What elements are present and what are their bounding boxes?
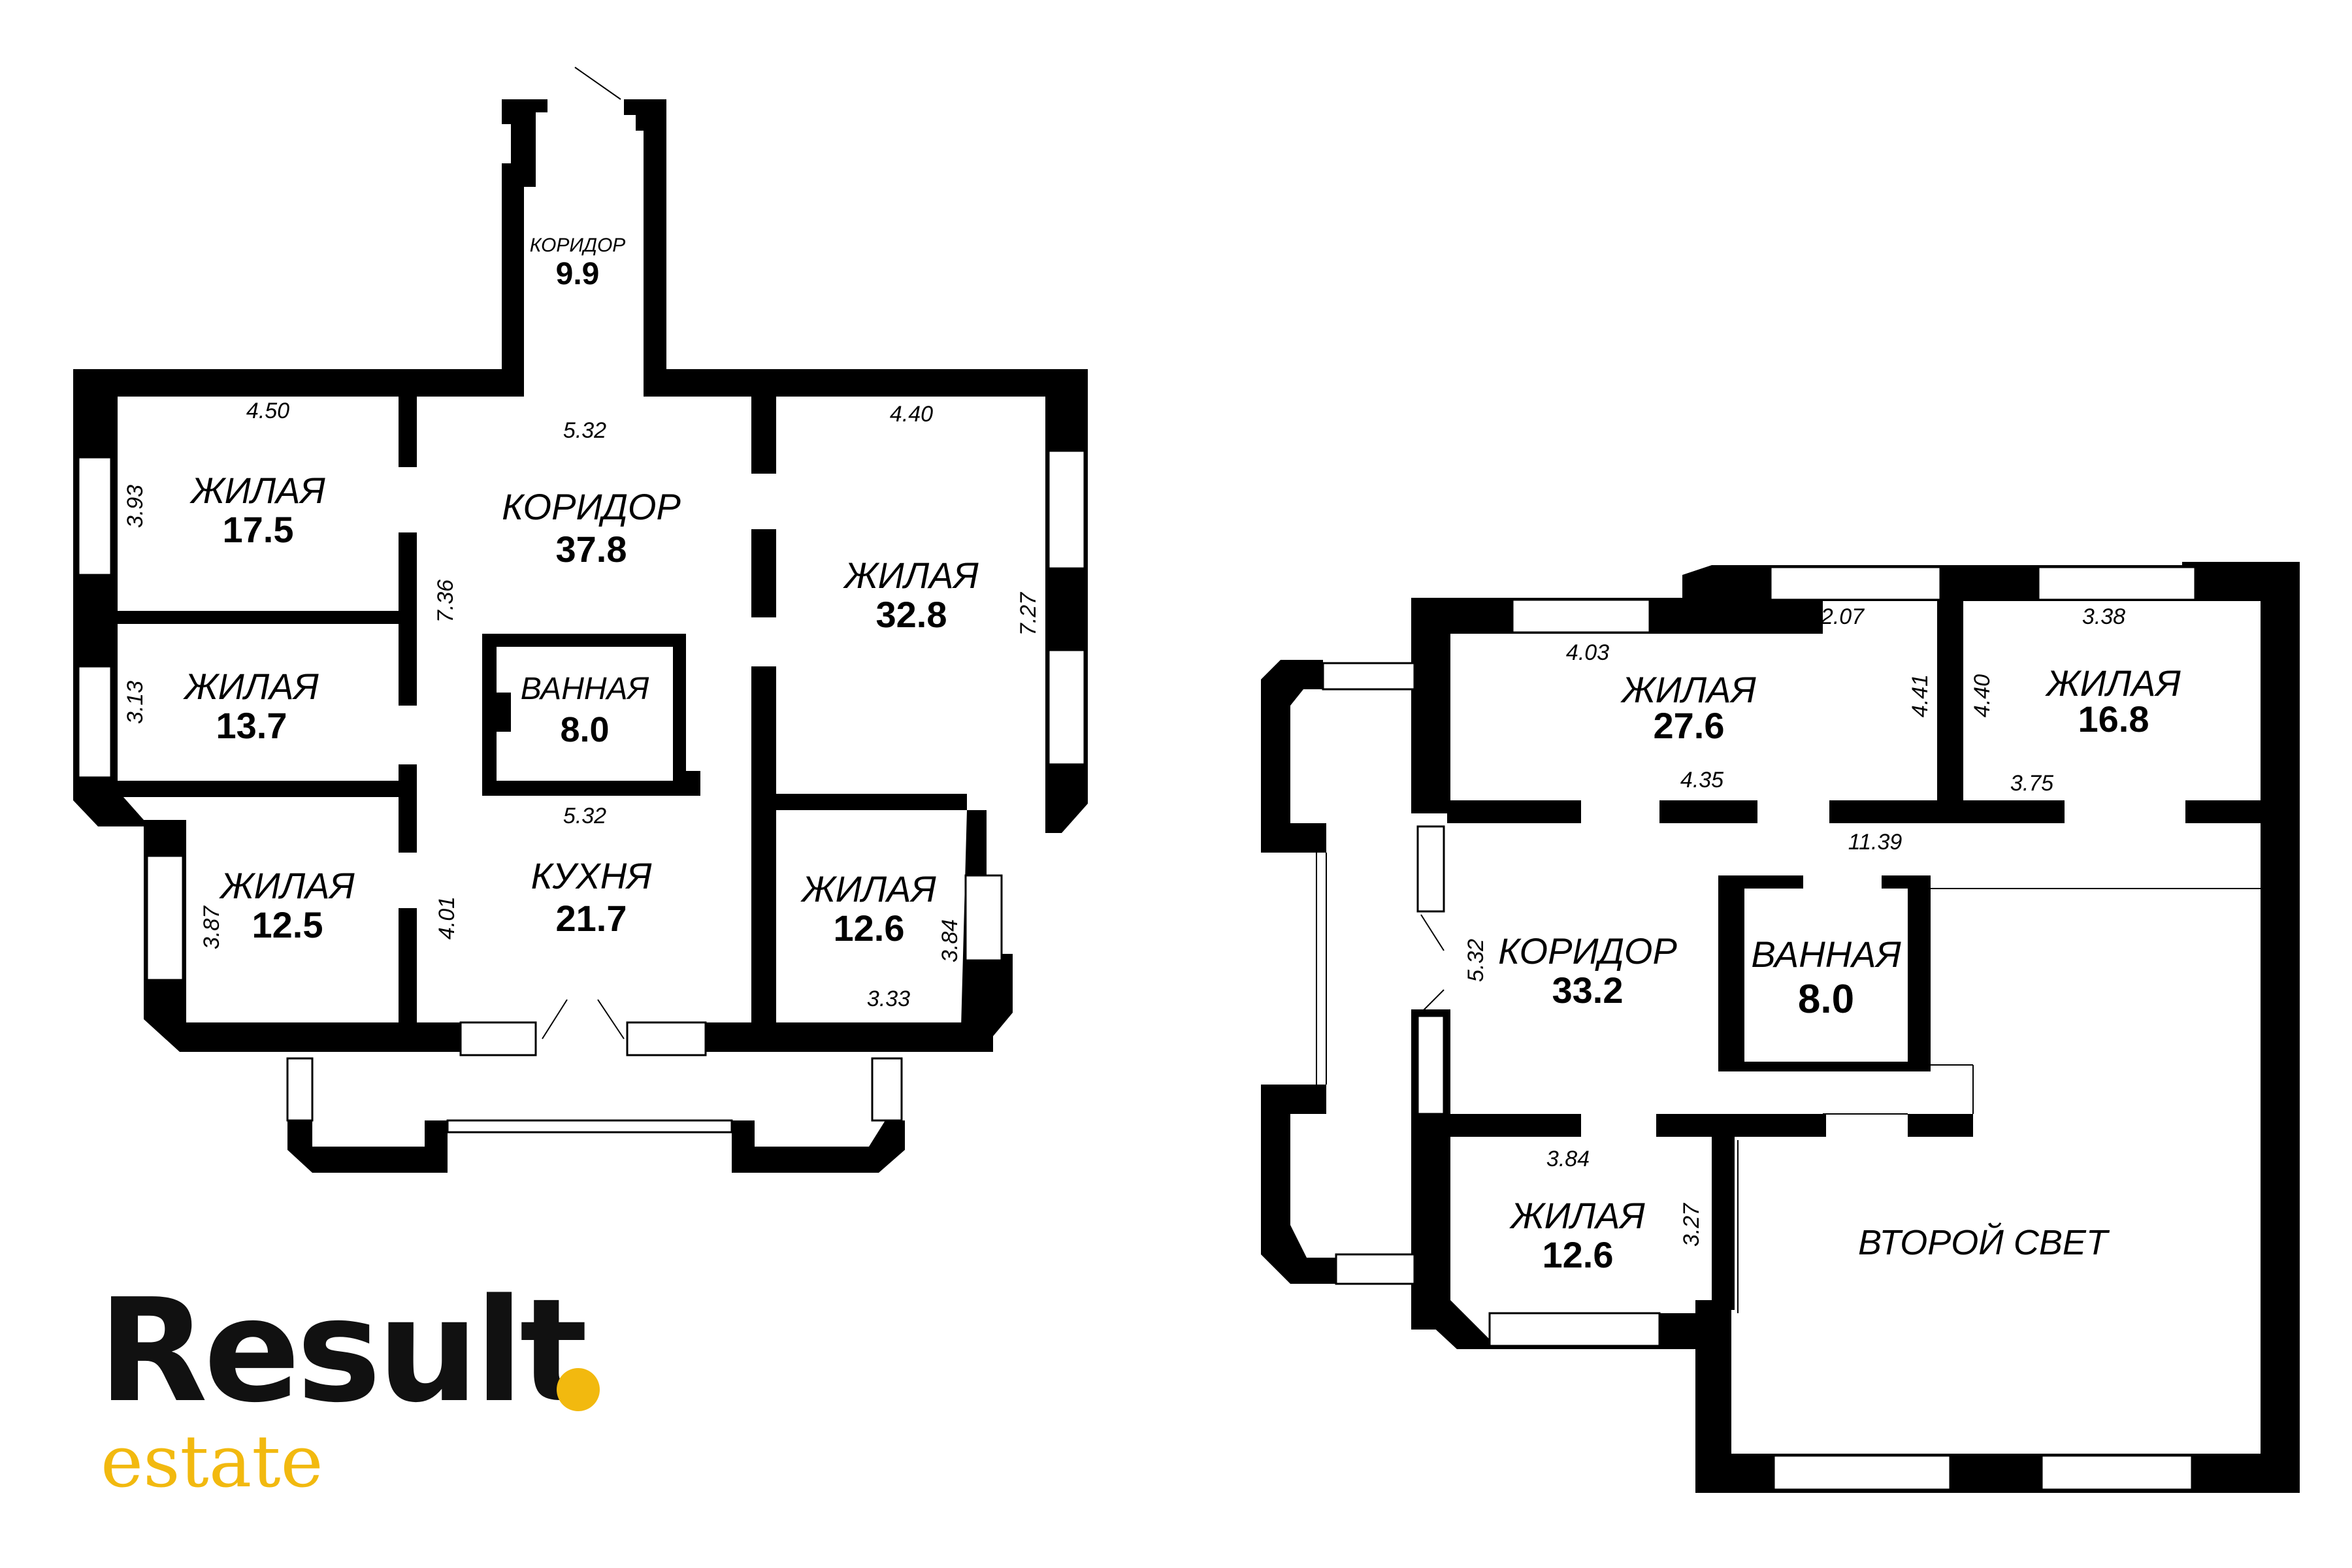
dimension-label: 3.87 (199, 906, 224, 949)
room-label: ЖИЛАЯ (182, 666, 319, 707)
room-label: КОРИДОР (1498, 930, 1677, 972)
dimension-label: 7.27 (1016, 592, 1041, 636)
room-label: КУХНЯ (531, 855, 653, 896)
dimension-label: 4.40 (890, 402, 933, 427)
room-area: 21.7 (556, 898, 627, 939)
floor-1-interior-walls (118, 392, 967, 1022)
room-label: ВТОРОЙ СВЕТ (1858, 1222, 2110, 1262)
room-area: 8.0 (560, 710, 609, 749)
room-label: КОРИДОР (530, 235, 626, 256)
floor-2-terrace (1261, 660, 1416, 1285)
room-area: 12.6 (834, 907, 905, 949)
room-label: ВАННАЯ (1751, 934, 1901, 975)
dimension-label: 3.27 (1679, 1203, 1704, 1247)
room-area: 17.5 (223, 509, 294, 550)
room-area: 16.8 (2078, 698, 2149, 740)
floor-2-outer-walls (1411, 562, 2300, 1493)
floor-2-plan: ЖИЛАЯ 27.6 ЖИЛАЯ 16.8 КОРИДОР 33.2 ВАННА… (1261, 562, 2300, 1493)
dimension-label: 3.13 (123, 681, 148, 724)
floor-1-plan: КОРИДОР 9.9 ЖИЛАЯ 17.5 КОРИДОР 37.8 ЖИЛА… (73, 67, 1088, 1173)
floor-1-outer-walls (73, 369, 1088, 1056)
dimension-label: 3.33 (867, 987, 910, 1011)
room-area: 12.5 (252, 904, 323, 945)
room-label: ЖИЛАЯ (2044, 662, 2181, 704)
room-area: 8.0 (1798, 977, 1854, 1022)
room-label: ЖИЛАЯ (1509, 1195, 1645, 1236)
room-area: 27.6 (1654, 705, 1725, 746)
brand-dot-icon (557, 1368, 600, 1411)
floor-2-interior-walls (1447, 800, 2264, 1313)
room-area: 9.9 (556, 257, 600, 291)
dimension-label: 4.40 (1970, 674, 1995, 717)
dimension-label: 3.38 (2082, 604, 2125, 629)
dimension-label: 5.32 (563, 418, 606, 443)
brand-sub: estate (101, 1420, 323, 1503)
terrace-walls (286, 1057, 905, 1173)
dimension-label: 2.07 (1820, 604, 1865, 629)
dimension-label: 3.75 (2010, 771, 2053, 796)
dimension-label: 11.39 (1848, 830, 1903, 855)
room-label: ЖИЛАЯ (189, 470, 325, 511)
dimension-label: 4.35 (1680, 768, 1723, 792)
floor-2-labels: ЖИЛАЯ 27.6 ЖИЛАЯ 16.8 КОРИДОР 33.2 ВАННА… (1463, 604, 2181, 1275)
dimension-label: 3.93 (123, 485, 148, 528)
dimension-label: 7.36 (433, 580, 458, 623)
room-label: ЖИЛАЯ (1620, 669, 1756, 710)
dimension-label: 4.03 (1566, 640, 1609, 665)
dimension-label: 5.32 (1463, 939, 1488, 982)
brand-logo: Result estate (98, 1281, 686, 1516)
room-area: 32.8 (876, 594, 947, 635)
dimension-label: 4.50 (246, 399, 289, 423)
room-area: 37.8 (556, 529, 627, 570)
dimension-label: 4.41 (1908, 674, 1933, 717)
dimension-label: 3.84 (938, 919, 962, 962)
dimension-label: 5.32 (563, 804, 606, 828)
entrance-corridor-walls (502, 67, 666, 376)
room-label: ЖИЛАЯ (800, 868, 936, 909)
brand-name: Result (98, 1269, 588, 1434)
room-label: ЖИЛАЯ (842, 555, 979, 596)
room-label: ВАННАЯ (521, 672, 649, 706)
dimension-label: 4.01 (434, 896, 459, 939)
floor-1-labels: КОРИДОР 9.9 ЖИЛАЯ 17.5 КОРИДОР 37.8 ЖИЛА… (123, 235, 1041, 1011)
dimension-label: 3.84 (1546, 1147, 1590, 1171)
room-area: 33.2 (1552, 970, 1624, 1011)
room-label: КОРИДОР (502, 486, 681, 527)
room-label: ЖИЛАЯ (218, 865, 355, 906)
room-area: 12.6 (1543, 1234, 1614, 1275)
room-area: 13.7 (216, 705, 287, 746)
